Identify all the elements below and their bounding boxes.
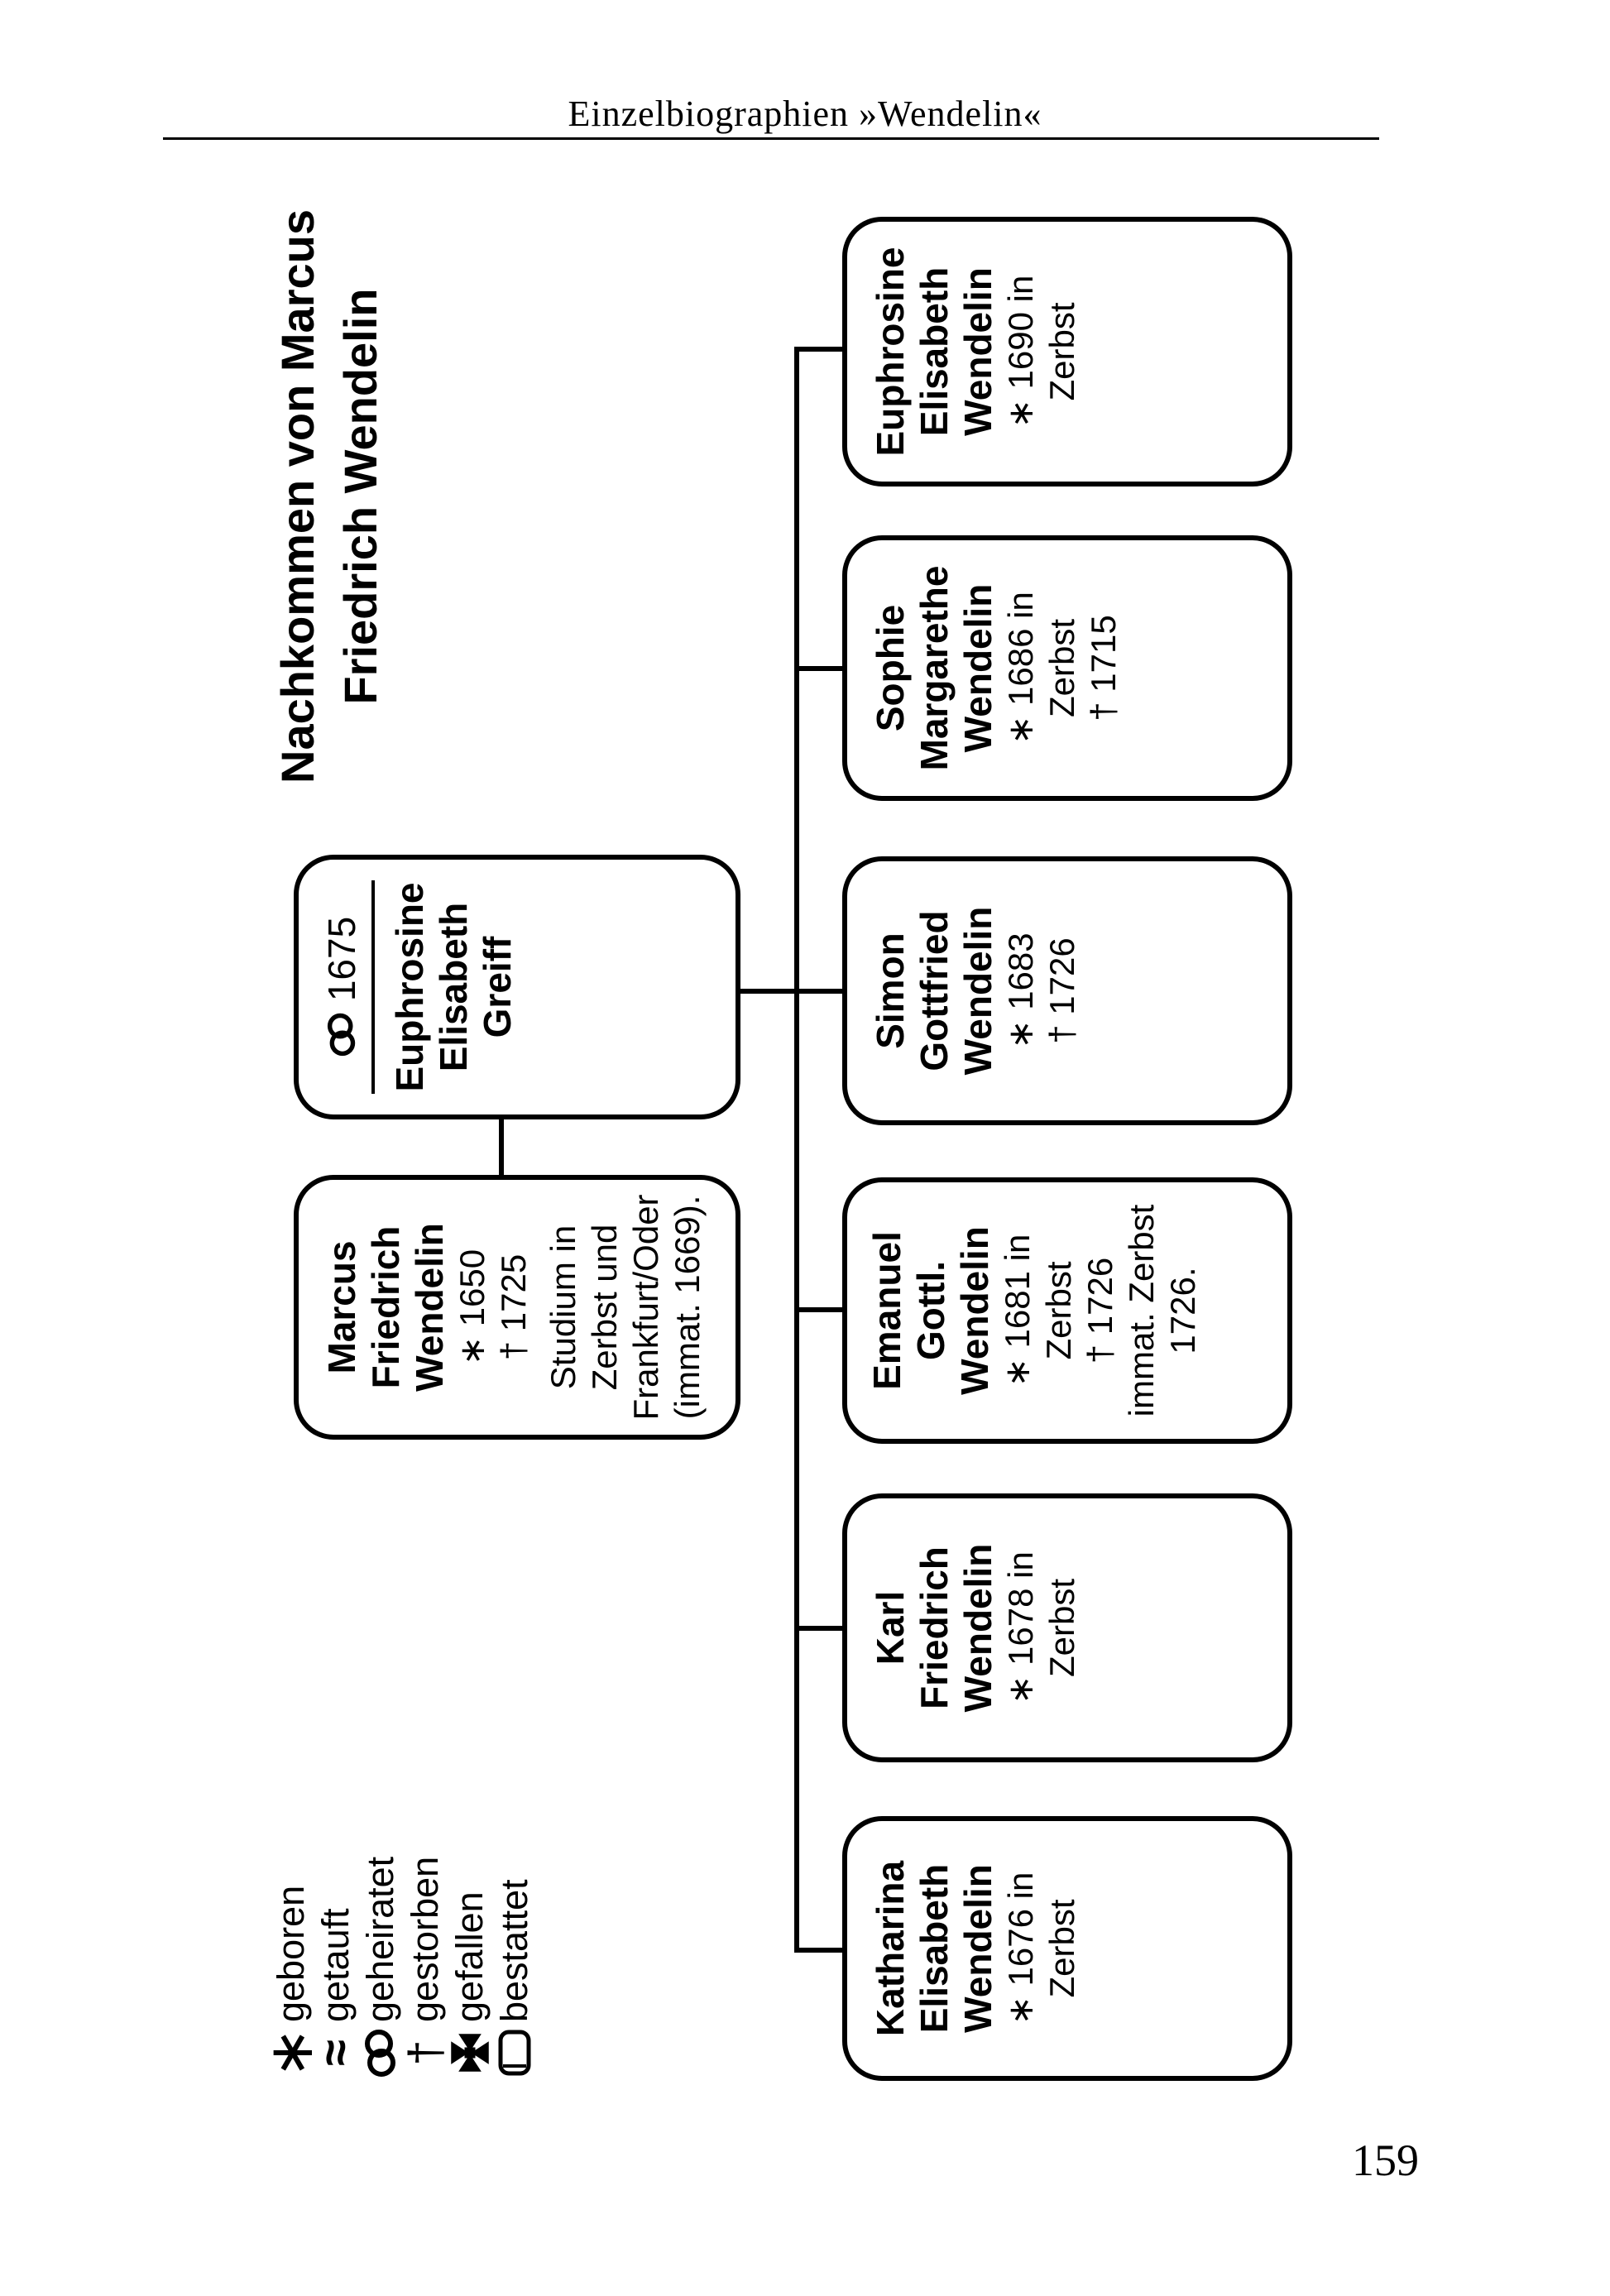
page-header: Einzelbiographien »Wendelin« — [568, 93, 1042, 134]
birth-place: Zerbst — [1039, 1261, 1078, 1360]
legend-label: bestattet — [493, 1879, 535, 2022]
person-name-line: Sophie — [869, 604, 912, 732]
legend-row-geheiratet: geheiratet — [358, 1857, 403, 2083]
diagram-title-line2: Friedrich Wendelin — [334, 288, 386, 705]
person-box-simon-gottfried-wendelin: Simon Gottfried Wendelin ∗ 1683 † 1726 — [842, 856, 1292, 1125]
person-name-line: Wendelin — [956, 583, 999, 753]
birth-place: Zerbst — [1042, 1899, 1081, 1998]
marriage-row: 1675 — [314, 860, 363, 1114]
marriage-year: 1675 — [320, 916, 363, 1002]
person-name-line: Gottl. — [909, 1260, 952, 1361]
birth-line: ∗ 1681 in — [998, 1234, 1037, 1388]
baptism-waves-icon: ≈ — [309, 2040, 362, 2066]
legend-label: geheiratet — [359, 1856, 401, 2022]
birth-line: ∗ 1686 in — [1001, 592, 1040, 745]
note-line: Studium in — [544, 1225, 582, 1390]
note-line: immat. Zerbst — [1122, 1204, 1161, 1417]
birth-place: Zerbst — [1042, 302, 1081, 401]
note-line: Zerbst und — [585, 1224, 624, 1391]
birth-line: ∗ 1678 in — [1001, 1551, 1040, 1704]
note-line: Frankfurt/Oder — [626, 1194, 665, 1421]
family-tree-diagram: Nachkommen von Marcus Friedrich Wendelin… — [256, 116, 1307, 2201]
child-stub-katharina — [794, 1948, 842, 1953]
person-name-line: Wendelin — [956, 906, 999, 1076]
person-name-line: Euphrosine — [869, 247, 912, 457]
person-name-line: Wendelin — [956, 267, 999, 436]
legend-row-gefallen: gefallen — [448, 1857, 492, 2083]
person-box-marcus-friedrich-wendelin: Marcus Friedrich Wendelin ∗ 1650 † 1725 … — [294, 1175, 740, 1440]
page-number: 159 — [1352, 2135, 1419, 2185]
person-name-line: Simon — [869, 932, 912, 1049]
marriage-rings-icon — [364, 2022, 397, 2083]
child-stub-euphrosine — [794, 347, 842, 352]
person-name-line: Marcus — [320, 1240, 363, 1374]
diagram-title: Nachkommen von Marcus Friedrich Wendelin — [266, 199, 392, 794]
person-name-line: Elisabeth — [432, 902, 475, 1072]
legend-row-gestorben: † gestorben — [399, 1856, 451, 2083]
legend-label: geboren — [270, 1885, 312, 2022]
person-name-line: Wendelin — [956, 1543, 999, 1713]
fallen-cross-icon — [448, 2022, 491, 2083]
person-name-line: Elisabeth — [913, 266, 956, 437]
person-name-line: Gottfried — [913, 910, 956, 1071]
person-box-karl-friedrich-wendelin: Karl Friedrich Wendelin ∗ 1678 in Zerbst — [842, 1493, 1292, 1762]
death-year: † 1726 — [1081, 1257, 1119, 1364]
diagram-title-line1: Nachkommen von Marcus — [271, 209, 323, 784]
person-name-line: Euphrosine — [388, 882, 431, 1092]
person-name-line: Greiff — [476, 936, 519, 1038]
sibling-rail-line — [794, 347, 799, 1953]
birth-line: ∗ 1676 in — [1001, 1872, 1040, 2025]
death-year: † 1715 — [1084, 615, 1123, 721]
death-year: † 1725 — [494, 1253, 533, 1361]
person-name-line: Wendelin — [408, 1223, 451, 1392]
person-name-line: Friedrich — [913, 1546, 956, 1709]
note-line: (immat. 1669). — [668, 1195, 707, 1420]
child-stub-emanuel — [794, 1307, 842, 1312]
legend-row-bestattet: bestattet — [492, 1857, 537, 2083]
person-box-katharina-elisabeth-wendelin: Katharina Elisabeth Wendelin ∗ 1676 in Z… — [842, 1816, 1292, 2081]
person-name-line: Emanuel — [865, 1231, 908, 1390]
child-stub-simon — [794, 989, 842, 994]
birth-line: ∗ 1690 in — [1001, 275, 1040, 429]
note-line: 1726. — [1163, 1267, 1202, 1354]
person-name-line: Wendelin — [956, 1864, 999, 2033]
person-name-line: Karl — [869, 1590, 912, 1666]
person-box-sophie-margarethe-wendelin: Sophie Margarethe Wendelin ∗ 1686 in Zer… — [842, 535, 1292, 801]
person-box-euphrosine-elisabeth-greiff: 1675 Euphrosine Elisabeth Greiff — [294, 855, 740, 1119]
birth-star-icon: ∗ — [256, 2027, 325, 2079]
couple-connector-line — [499, 1119, 504, 1175]
legend-row-geboren: ∗ geboren — [256, 1857, 325, 2083]
marriage-rule — [371, 880, 375, 1095]
death-year: † 1726 — [1042, 937, 1081, 1044]
legend-label: getauft — [314, 1908, 357, 2022]
death-cross-icon: † — [399, 2040, 451, 2066]
person-name-line: Wendelin — [953, 1226, 996, 1395]
person-box-euphrosine-elisabeth-wendelin: Euphrosine Elisabeth Wendelin ∗ 1690 in … — [842, 217, 1292, 487]
birth-place: Zerbst — [1042, 1578, 1081, 1678]
person-name-line: Margarethe — [913, 565, 956, 771]
person-name-line: Katharina — [869, 1860, 912, 2037]
birth-year: ∗ 1650 — [453, 1249, 491, 1366]
legend: ∗ geboren ≈ getauft geheiratet † gestorb… — [256, 1856, 537, 2083]
legend-row-getauft: ≈ getauft — [309, 1857, 362, 2083]
legend-label: gestorben — [404, 1856, 446, 2022]
person-notes: Studium in Zerbst und Frankfurt/Oder (im… — [543, 1180, 708, 1435]
child-stub-karl — [794, 1626, 842, 1631]
person-name-line: Friedrich — [364, 1225, 407, 1389]
marriage-rings-icon — [327, 1013, 356, 1057]
header-rule — [163, 137, 1379, 140]
birth-place: Zerbst — [1042, 618, 1081, 718]
child-stub-sophie — [794, 666, 842, 671]
legend-label: gefallen — [448, 1891, 491, 2022]
descent-line — [738, 989, 799, 994]
person-name-line: Elisabeth — [913, 1863, 956, 2034]
person-box-emanuel-gottl-wendelin: Emanuel Gottl. Wendelin ∗ 1681 in Zerbst… — [842, 1177, 1292, 1444]
birth-line: ∗ 1683 — [1001, 932, 1040, 1049]
burial-coffin-icon — [496, 2022, 533, 2083]
